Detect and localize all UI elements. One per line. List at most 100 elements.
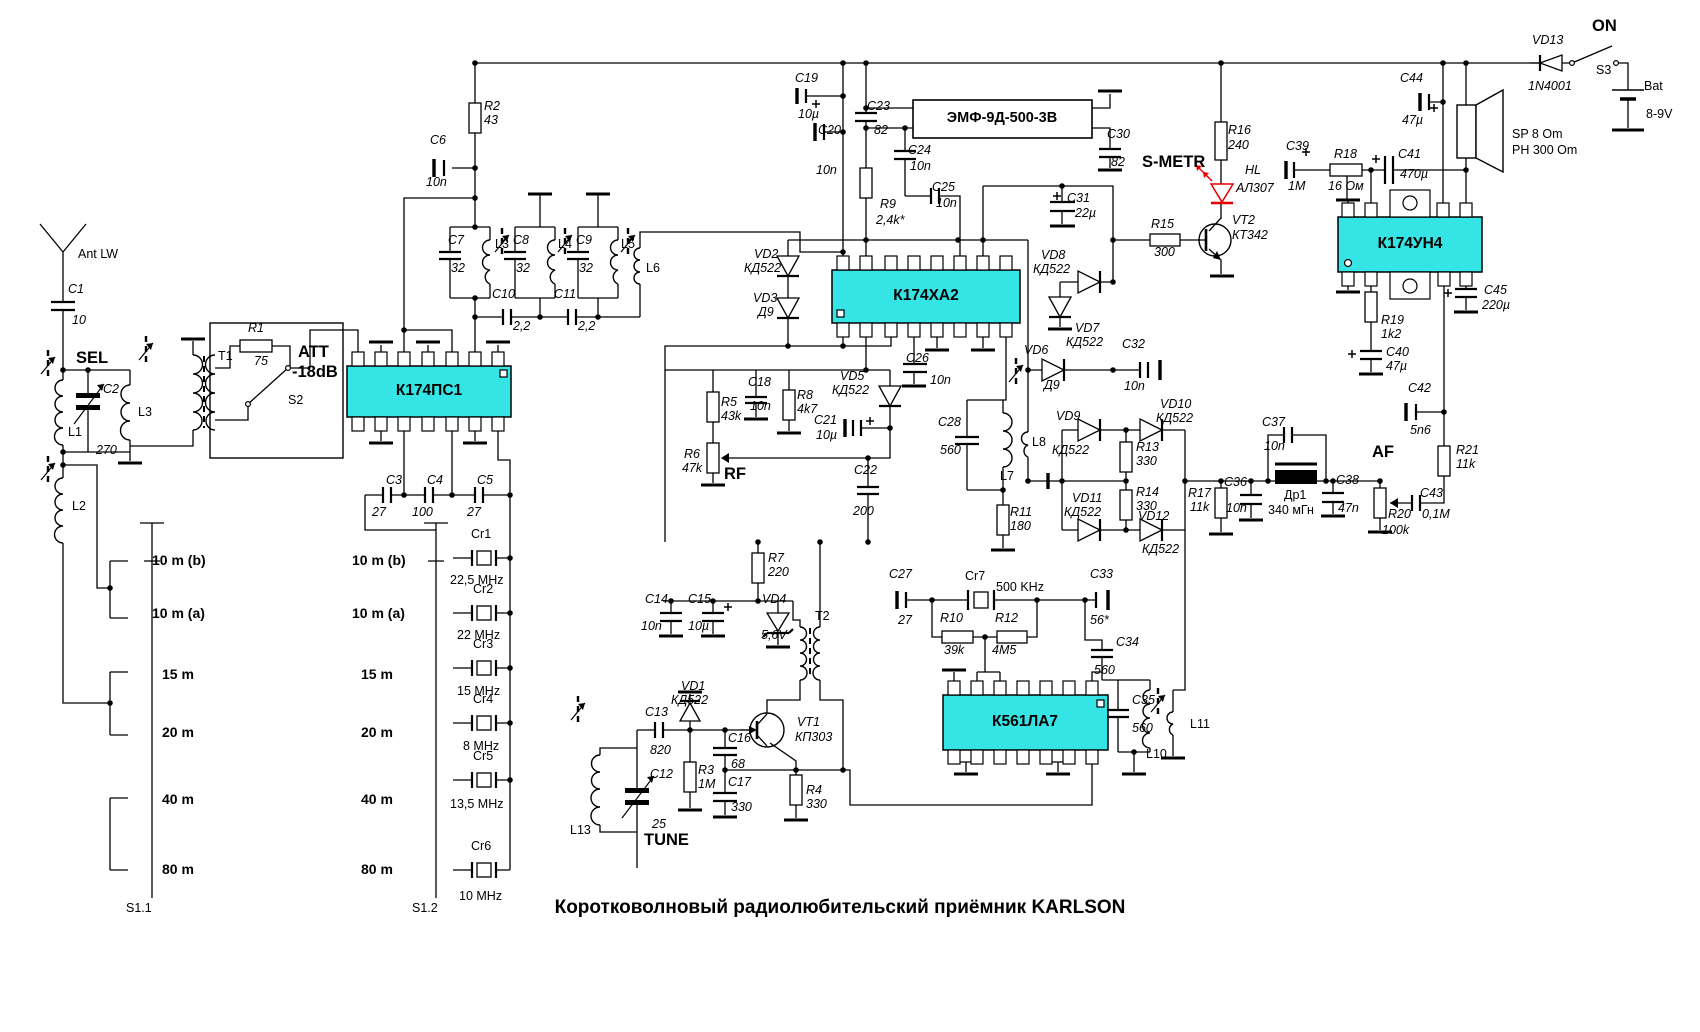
label-s2: S2 — [288, 393, 304, 407]
label-cr3: Cr3 — [473, 637, 494, 651]
diodes — [678, 54, 1563, 722]
label-к561ла7: К561ЛА7 — [991, 713, 1059, 730]
label-100: 100 — [412, 505, 433, 519]
label-200: 200 — [853, 504, 874, 518]
label-10-m-a-: 10 m (a) — [352, 605, 405, 621]
label--18db: -18dB — [292, 363, 338, 381]
label-l1: L1 — [68, 425, 82, 439]
label-47-: 47µ — [1386, 359, 1408, 373]
label-c26: C26 — [906, 351, 929, 365]
label-l10: L10 — [1146, 747, 1167, 761]
label-4k7: 4k7 — [797, 402, 818, 416]
label-270: 270 — [96, 443, 117, 457]
tuning-gang-marks — [40, 228, 1166, 819]
label-vd5: VD5 — [840, 369, 865, 383]
label-vd8: VD8 — [1041, 248, 1066, 262]
label-r10: R10 — [940, 611, 963, 625]
chip-pins — [351, 189, 1473, 765]
label-кд522: КД522 — [1064, 505, 1102, 519]
label-c16: C16 — [728, 731, 751, 745]
label-c19: C19 — [795, 71, 818, 85]
label-кд522: КД522 — [744, 261, 782, 275]
label-cr2: Cr2 — [473, 582, 494, 596]
label-коротковолновый-радиолюбительский-приёмник-karlson: Коротковолновый радиолюбительский приёмн… — [554, 897, 1126, 918]
label-кт342: КТ342 — [1232, 228, 1268, 242]
label-68: 68 — [731, 757, 745, 771]
label-32: 32 — [579, 261, 593, 275]
label-r21: R21 — [1456, 443, 1479, 457]
label-cr7: Cr7 — [965, 569, 986, 583]
label-10: 10 — [72, 313, 86, 327]
label-10n: 10n — [930, 373, 951, 387]
vd13-diode — [1538, 54, 1563, 72]
crystals — [476, 550, 989, 878]
label-c28: C28 — [938, 415, 961, 429]
label-c39: C39 — [1286, 139, 1309, 153]
label-c6: C6 — [430, 133, 446, 147]
label-l13: L13 — [570, 823, 591, 837]
label-vt2: VT2 — [1232, 213, 1255, 227]
label-c17: C17 — [728, 775, 751, 789]
label-340-мгн: 340 мГн — [1268, 503, 1314, 517]
label-r3: R3 — [698, 763, 714, 777]
label-300: 300 — [1154, 245, 1175, 259]
label-c22: C22 — [854, 463, 877, 477]
vd5-diode — [877, 385, 903, 408]
label-r20: R20 — [1388, 507, 1411, 521]
label-10n: 10n — [936, 196, 957, 210]
vd8-diode — [1077, 269, 1102, 295]
label-1m: 1M — [1288, 179, 1306, 193]
label-r5: R5 — [721, 395, 737, 409]
label-r16: R16 — [1228, 123, 1251, 137]
label-c21: C21 — [814, 413, 837, 427]
label-c33: C33 — [1090, 567, 1113, 581]
label-l5: L5 — [621, 237, 635, 251]
label-47-: 47µ — [1402, 113, 1424, 127]
label-vd4: VD4 — [762, 592, 787, 606]
label-ал307: АЛ307 — [1236, 181, 1274, 195]
label-кд522: КД522 — [1142, 542, 1180, 556]
label-l11: L11 — [1190, 717, 1210, 731]
coil-l4 — [546, 239, 556, 285]
label-r6: R6 — [684, 447, 700, 461]
label-r11: R11 — [1010, 505, 1033, 519]
label-5n6: 5n6 — [1410, 423, 1431, 437]
label-240: 240 — [1228, 138, 1249, 152]
label-c5: C5 — [477, 473, 493, 487]
switch-contacts — [245, 59, 1619, 408]
junction-dots — [60, 60, 1469, 783]
label-к174пс1: К174ПС1 — [395, 382, 463, 399]
label-t2: T2 — [815, 609, 830, 623]
label-кд522: КД522 — [671, 693, 709, 707]
label-2-4k-: 2,4k* — [876, 213, 905, 227]
label-s1-2: S1.2 — [412, 901, 438, 915]
label-470-: 470µ — [1400, 167, 1429, 181]
label-r8: R8 — [797, 388, 813, 402]
label-c7: C7 — [448, 233, 464, 247]
label-10-: 10µ — [798, 107, 820, 121]
label-56-: 56* — [1090, 613, 1109, 627]
chip-k174xa2 — [831, 269, 1021, 324]
label-1n4001: 1N4001 — [1528, 79, 1572, 93]
label-c10: C10 — [492, 287, 515, 301]
led-arrowheads — [1196, 165, 1209, 178]
label-560: 560 — [940, 443, 961, 457]
label-2-2: 2,2 — [513, 319, 531, 333]
label-c9: C9 — [576, 233, 592, 247]
label-hl: HL — [1245, 163, 1261, 177]
label-vd12: VD12 — [1138, 509, 1170, 523]
label-c43: C43 — [1420, 486, 1443, 500]
label-кп303: КП303 — [795, 730, 833, 744]
label-r18: R18 — [1334, 147, 1357, 161]
label-c14: C14 — [645, 592, 668, 606]
label-s1-1: S1.1 — [126, 901, 152, 915]
emf-filter-box — [912, 99, 1093, 139]
coil-l8 — [1020, 431, 1029, 458]
label-sel: SEL — [76, 349, 109, 367]
label-c15: C15 — [688, 592, 711, 606]
label-кд522: КД522 — [1033, 262, 1071, 276]
label-c36: C36 — [1224, 475, 1247, 489]
label-c1: C1 — [68, 282, 84, 296]
coil-t2-right — [812, 626, 821, 681]
label-ph-300-om: PH 300 Om — [1512, 143, 1578, 157]
